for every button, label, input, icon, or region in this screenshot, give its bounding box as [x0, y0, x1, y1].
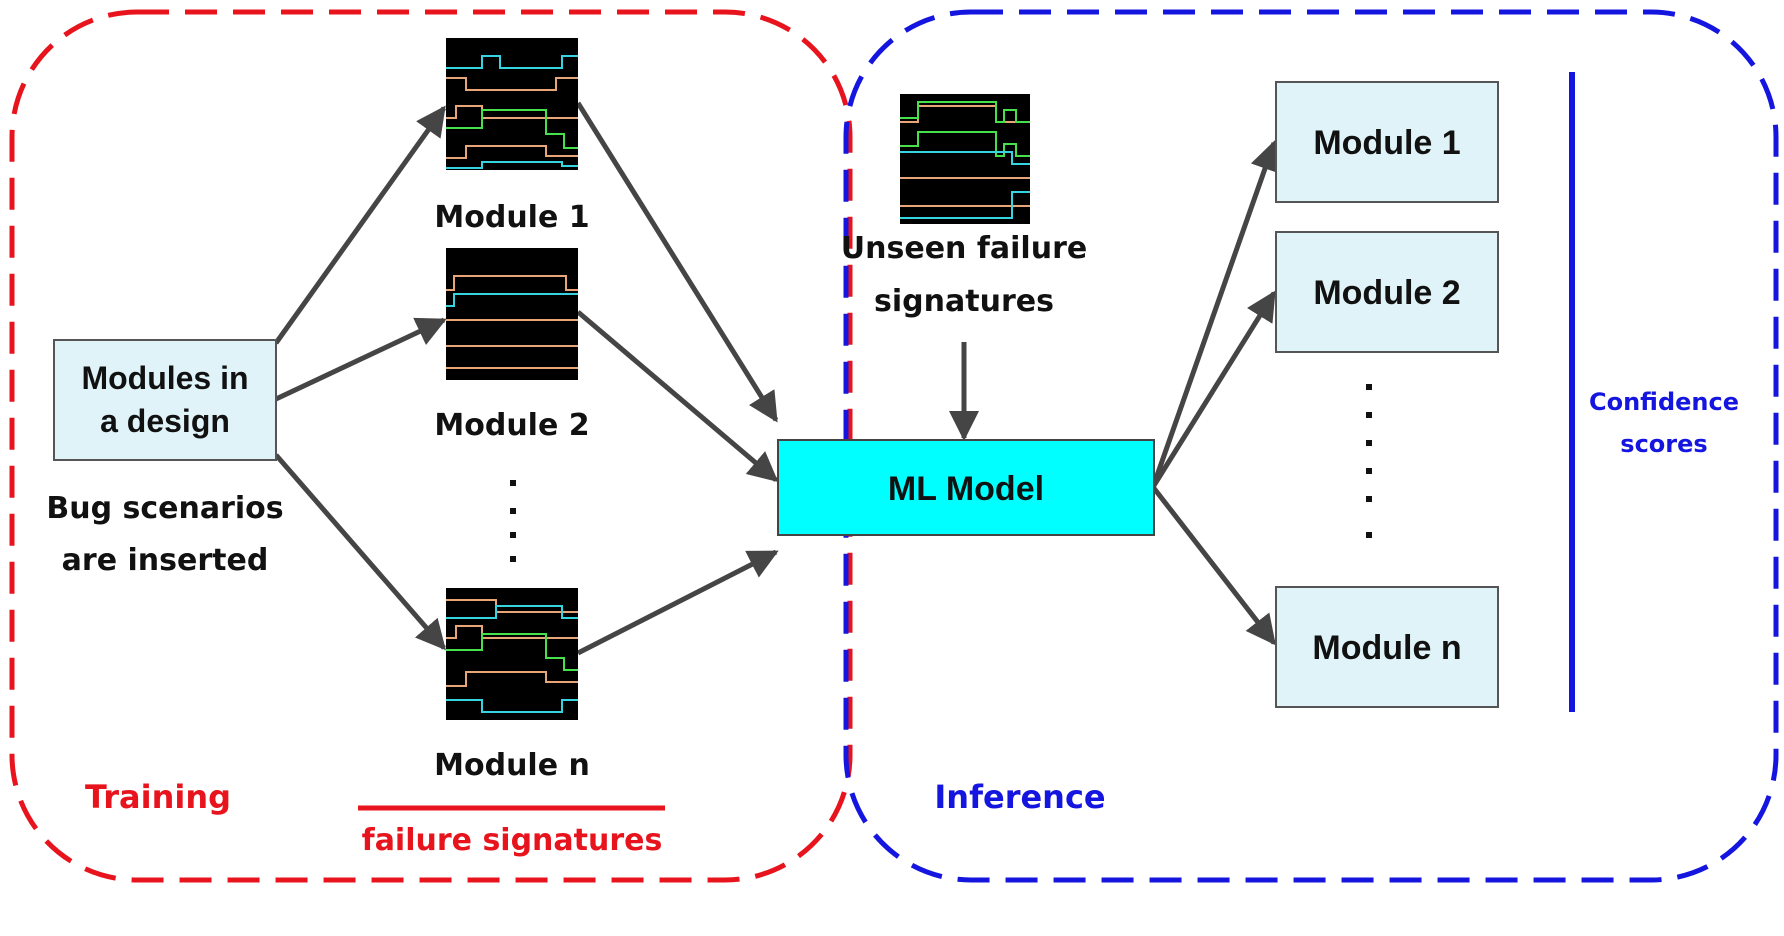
ml-model-box: ML Model	[777, 439, 1155, 536]
waveform-module-1-bg	[446, 38, 578, 170]
output-module-1-label: Module 1	[1313, 124, 1460, 162]
training-label: Training	[85, 778, 231, 816]
arrow-module-1-to-model	[575, 101, 779, 423]
ml-model-label: ML Model	[888, 470, 1044, 508]
inference-arrows	[949, 140, 1280, 646]
training-module-2-label: Module 2	[434, 408, 589, 443]
waveform-module-n	[446, 588, 578, 720]
arrow-source-to-module-2	[274, 317, 447, 402]
inference-label: Inference	[934, 778, 1105, 816]
training-arrows	[273, 101, 779, 656]
unseen-line-1: Unseen failure	[841, 231, 1087, 266]
source-box-line-1: Modules in	[81, 360, 248, 396]
waveform-unseen	[900, 94, 1030, 224]
training-ellipsis	[510, 480, 516, 562]
arrow-model-to-output-2	[1150, 290, 1277, 489]
arrow-model-to-output-1	[1150, 140, 1280, 488]
arrow-source-to-module-n	[274, 453, 446, 651]
confidence-line-2: scores	[1620, 430, 1707, 458]
source-box: Modules in a design	[53, 339, 277, 461]
arrow-model-to-output-n	[1151, 485, 1276, 646]
output-box-module-2-rect	[1275, 231, 1499, 353]
output-box-module-2: Module 2	[1275, 231, 1499, 353]
waveform-module-2-bg	[446, 248, 578, 380]
bug-note-line-1: Bug scenarios	[46, 491, 283, 526]
unseen-line-2: signatures	[874, 284, 1054, 319]
confidence-line-1: Confidence	[1589, 388, 1739, 416]
source-box-line-2: a design	[100, 403, 230, 439]
output-ellipsis	[1366, 384, 1372, 538]
ml-model-rect	[777, 439, 1155, 536]
failure-signatures-caption: failure signatures	[362, 823, 663, 858]
waveform-module-2	[446, 248, 578, 380]
arrow-source-to-module-1	[273, 105, 447, 345]
training-module-n-label: Module n	[434, 748, 590, 783]
waveform-module-n-bg	[446, 588, 578, 720]
output-box-module-1: Module 1	[1275, 81, 1499, 203]
arrow-module-n-to-model	[576, 549, 779, 656]
waveform-unseen-bg	[900, 94, 1030, 224]
output-box-module-n-rect	[1275, 586, 1499, 708]
output-module-n-label: Module n	[1312, 629, 1461, 667]
training-region	[9, 9, 853, 883]
output-box-module-n: Module n	[1275, 586, 1499, 708]
source-box-rect	[53, 339, 277, 461]
arrow-module-2-to-model	[576, 310, 779, 482]
inference-region	[843, 9, 1779, 883]
training-module-1-label: Module 1	[434, 200, 589, 235]
output-box-module-1-rect	[1275, 81, 1499, 203]
waveform-module-1	[446, 38, 578, 170]
output-module-2-label: Module 2	[1313, 274, 1460, 312]
bug-note-line-2: are inserted	[62, 543, 269, 578]
